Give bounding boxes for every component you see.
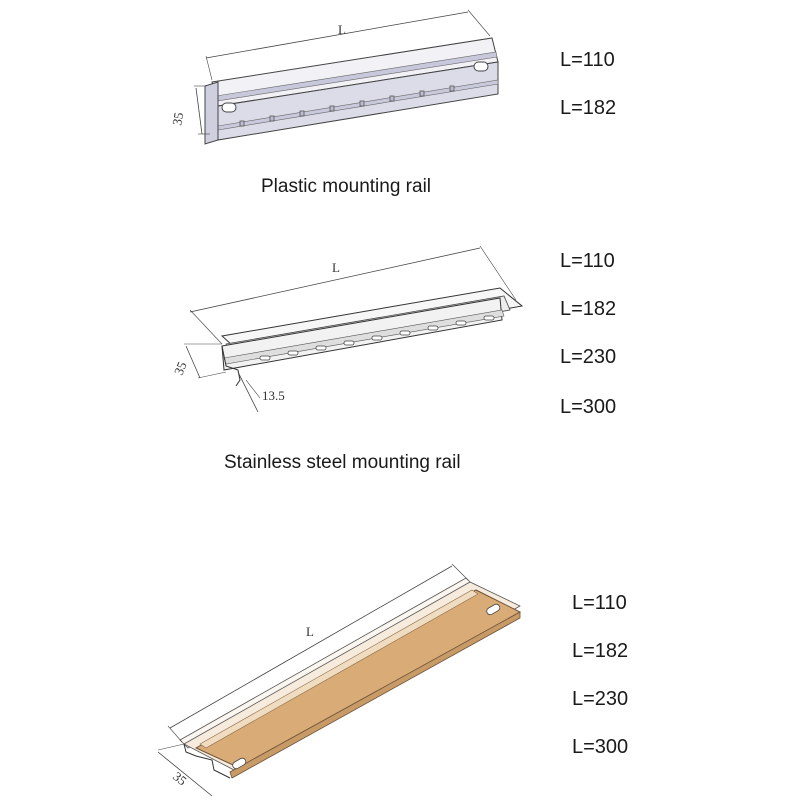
aluminum-rail-drawing [157, 563, 522, 797]
steel-length-110: L=110 [560, 250, 615, 272]
steel-length-dimension: L [332, 260, 340, 275]
plastic-length-dimension: L [338, 22, 346, 37]
steel-height-dimension: 35 [171, 359, 190, 377]
aluminum-length-110: L=110 [572, 592, 627, 614]
steel-length-182: L=182 [560, 298, 617, 320]
aluminum-length-230: L=230 [572, 688, 629, 710]
plastic-length-110: L=110 [560, 49, 615, 71]
aluminum-height-dimension: 35 [170, 769, 189, 789]
aluminum-length-dimension: L [306, 624, 314, 639]
aluminum-length-300: L=300 [572, 736, 629, 758]
steel-length-230: L=230 [560, 346, 617, 368]
steel-rail-caption: Stainless steel mounting rail [224, 452, 461, 473]
steel-length-300: L=300 [560, 396, 617, 418]
plastic-length-182: L=182 [560, 97, 617, 119]
plastic-rail-drawing [194, 9, 499, 145]
steel-depth-dimension: 13.5 [262, 388, 285, 403]
aluminum-length-182: L=182 [572, 640, 629, 662]
steel-rail-drawing [184, 245, 524, 413]
plastic-rail-caption: Plastic mounting rail [261, 176, 432, 197]
plastic-height-dimension: 35 [169, 111, 186, 126]
